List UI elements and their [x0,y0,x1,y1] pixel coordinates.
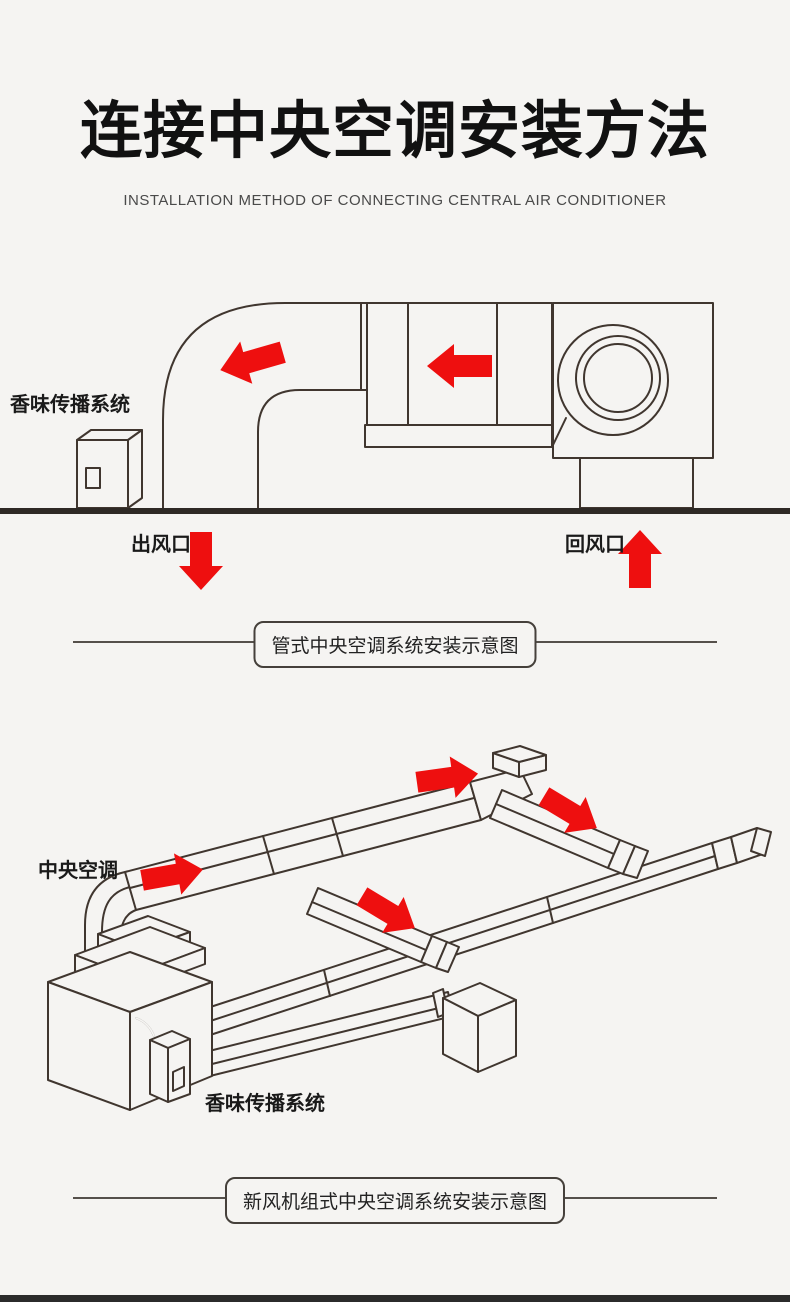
arrow-main-left [140,853,203,895]
airflow-arrows-iso [140,756,597,933]
fresh-air-unit-diagram [47,745,772,1111]
fragrance-machine-iso [135,1017,191,1103]
duct-run-main [124,781,482,911]
label-fragrance-system-1: 香味传播系统 [10,394,130,416]
label-return-air: 回风口 [565,534,625,556]
duct-elbow [162,302,368,509]
fragrance-machine [76,314,178,509]
label-air-outlet: 出风口 [131,534,191,556]
machine-window [85,467,101,489]
caption-fresh-air-unit: 新风机组式中央空调系统安装示意图 [224,1177,566,1224]
arrow-duct-flow [220,341,286,384]
label-central-ac: 中央空调 [38,860,118,882]
arrow-branch-right [538,787,597,833]
arrow-main-top [415,756,479,798]
airflow-arrows [179,341,662,590]
arrow-branch-middle [356,887,415,933]
page-subtitle: INSTALLATION METHOD OF CONNECTING CENTRA… [123,192,667,209]
duct-stub-branch [306,887,460,973]
duct-tee-junction [469,745,547,821]
arrow-air-outlet-down [179,532,223,590]
pipe-type-ac-diagram [0,302,790,590]
duct-run-bottom [204,982,517,1077]
arrow-ahu-flow [427,344,492,388]
central-ac-unit [47,915,213,1111]
floor-line [0,508,790,514]
duct-end-cap [750,827,772,857]
fan-pedestal [579,457,694,509]
fan-unit [552,302,714,509]
footer-bar [0,1295,790,1302]
arrow-return-air-up [618,530,662,588]
page-title: 连接中央空调安装方法 [79,97,710,166]
machine-window-iso [172,1066,185,1092]
duct-branch-front [489,789,649,879]
label-fragrance-system-2: 香味传播系统 [205,1093,325,1115]
caption-pipe-type: 管式中央空调系统安装示意图 [253,621,537,668]
